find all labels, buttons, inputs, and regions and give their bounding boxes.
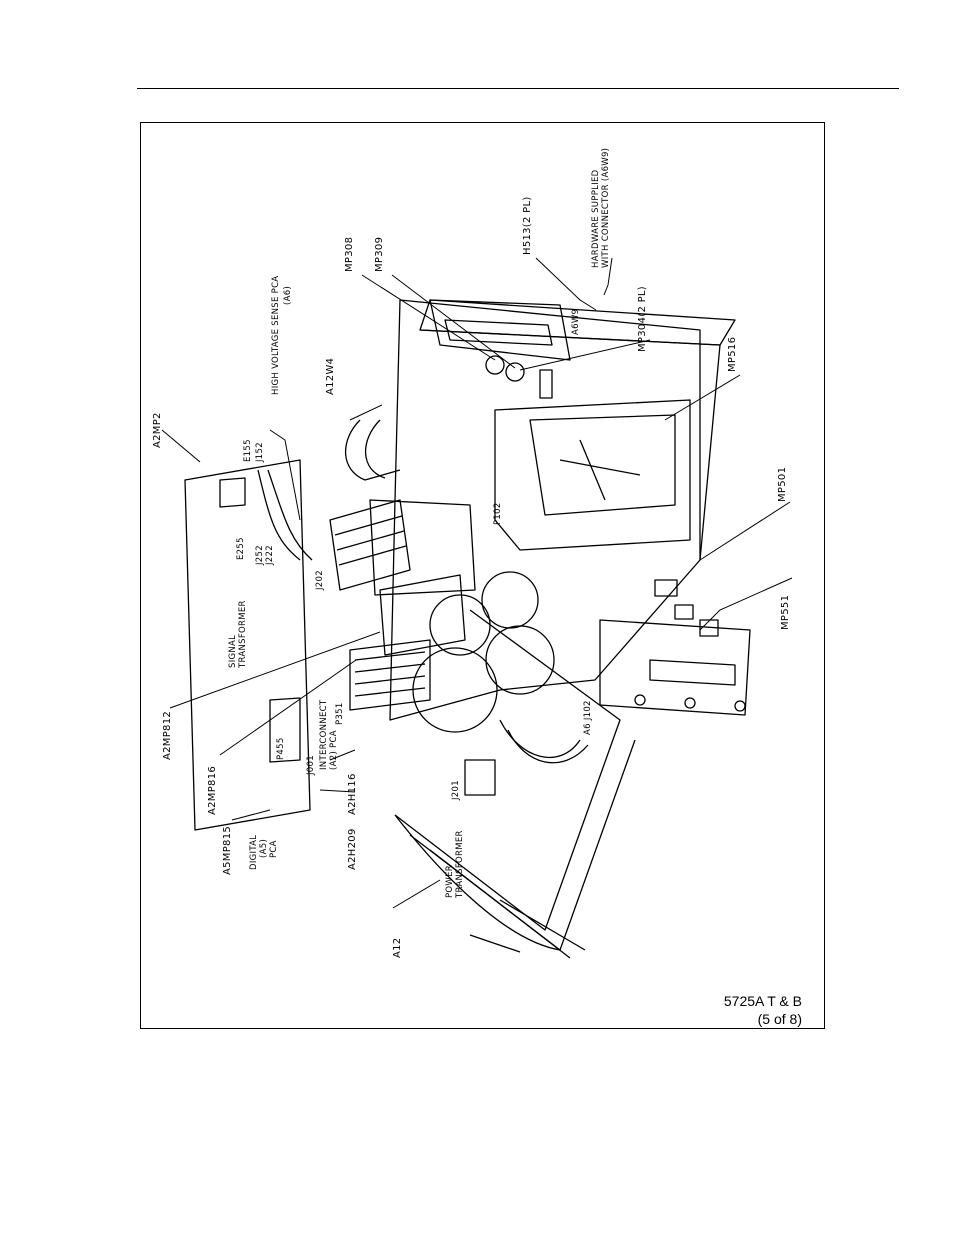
label-a12w4: A12W4 (325, 358, 336, 395)
label-p455: P455 (276, 737, 286, 760)
label-j252: J252 (255, 545, 265, 566)
label-j202: J202 (315, 570, 325, 591)
label-j222: J222 (265, 545, 275, 566)
label-mp308: MP308 (344, 237, 355, 272)
figure-id-line2: (5 of 8) (757, 1011, 802, 1027)
header-rule (137, 88, 899, 89)
label-power-line2: TRANSFORMER (455, 830, 465, 899)
label-a2mp2: A2MP2 (152, 412, 163, 448)
label-hv-sense-ref: (A6) (283, 286, 293, 305)
rear-handle (599, 619, 751, 716)
label-digital-line1: DIGITAL (249, 835, 259, 870)
label-mp309: MP309 (374, 237, 385, 272)
front-handle (429, 299, 571, 361)
figure-id-line1: 5725A T & B (723, 993, 802, 1009)
label-p351: P351 (335, 702, 345, 725)
label-a5mp815: A5MP815 (222, 826, 233, 875)
knob-mp309 (505, 362, 525, 382)
label-a2mp816: A2MP816 (207, 766, 218, 815)
label-hardware-line2: WITH CONNECTOR (A6W9) (601, 148, 611, 268)
transformer-block (369, 499, 476, 596)
label-a2h116: A2H116 (347, 773, 358, 815)
connector-block (539, 369, 553, 399)
fan-box (494, 399, 691, 551)
a2-pca-board (184, 459, 311, 831)
label-e255: E255 (236, 537, 246, 560)
label-j152: J152 (255, 442, 265, 463)
capacitor-3 (429, 594, 491, 656)
chassis-outline (389, 299, 701, 721)
label-signal-line1: SIGNAL (228, 635, 238, 668)
label-mp516: MP516 (727, 337, 738, 372)
label-a2h209: A2H209 (347, 828, 358, 870)
side-rail (394, 609, 621, 931)
label-power-line1: POWER (445, 865, 455, 898)
heatsink-1 (349, 639, 431, 711)
label-interconnect-line2: (A2) PCA (329, 730, 339, 770)
label-hardware-line1: HARDWARE SUPPLIED (591, 169, 601, 268)
label-e155: E155 (243, 439, 253, 462)
label-mp551: MP551 (780, 595, 791, 630)
label-hv-sense-pca: HIGH VOLTAGE SENSE PCA (271, 276, 281, 395)
figure-frame (140, 122, 825, 1029)
label-h513: H513(2 PL) (522, 196, 533, 255)
label-j201: J201 (451, 780, 461, 801)
label-digital-line3: PCA (269, 840, 279, 858)
capacitor-1 (412, 647, 498, 733)
capacitor-4 (481, 571, 539, 629)
label-mp304: MP304(2 PL) (637, 286, 648, 352)
cable-a12w4 (344, 419, 401, 481)
bottom-cable (499, 719, 581, 759)
figure-id: 5725A T & B (5 of 8) (724, 992, 802, 1028)
label-j001: J001 (306, 755, 316, 776)
label-interconnect-line1: INTERCONNECT (319, 699, 329, 770)
label-a12: A12 (392, 938, 403, 958)
label-mp501: MP501 (777, 467, 788, 502)
leader-lines (161, 257, 793, 909)
label-digital-line2: (A5) (259, 839, 269, 858)
label-a6j102: A6 J102 (583, 700, 593, 735)
label-signal-line2: TRANSFORMER (238, 600, 248, 669)
label-a6w9: A6W9 (571, 309, 581, 335)
label-a2mp812: A2MP812 (162, 711, 173, 760)
label-p102: P102 (493, 502, 503, 525)
chassis-line-art (184, 299, 751, 959)
capacitor-2 (485, 625, 555, 695)
j201-connector (464, 759, 496, 796)
heatsink-2 (329, 499, 411, 591)
knob-mp308 (485, 355, 505, 375)
